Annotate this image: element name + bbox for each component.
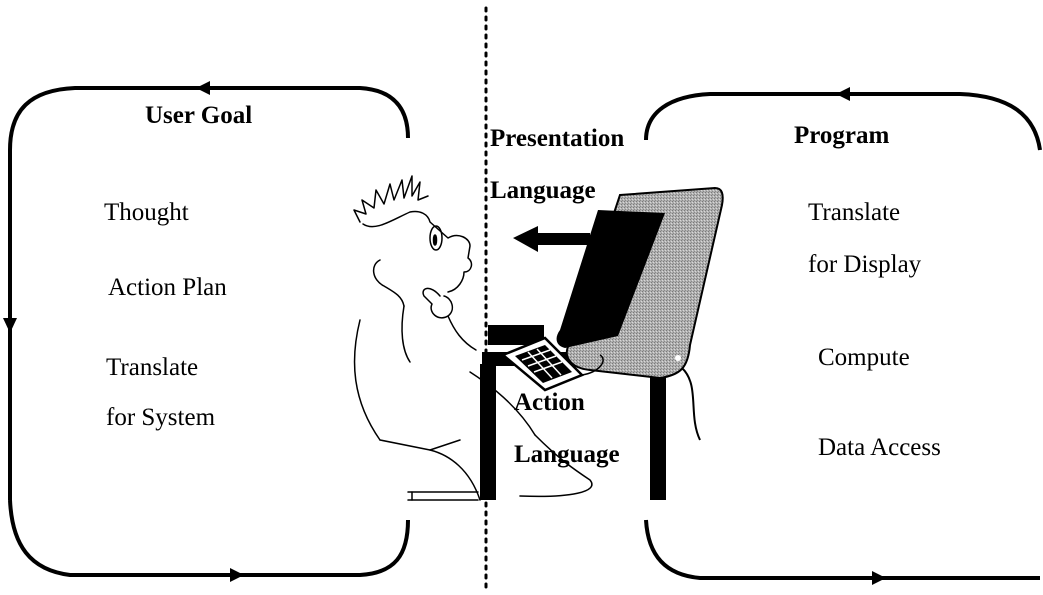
program-item-data-access: Data Access xyxy=(818,434,941,461)
user-loop-arrow-bottom xyxy=(230,568,244,582)
user-figure xyxy=(353,175,593,501)
program-item-translate: Translate xyxy=(808,199,901,226)
user-loop-arrow-top xyxy=(196,81,210,95)
user-item-for-system: for System xyxy=(106,404,216,431)
program-item-for-display: for Display xyxy=(808,251,922,278)
user-item-thought: Thought xyxy=(104,199,189,226)
presentation-label: Presentation xyxy=(490,125,625,152)
user-loop-top xyxy=(8,86,410,500)
user-loop-bottom xyxy=(8,499,410,577)
program-loop-top xyxy=(644,92,1042,151)
monitor-icon xyxy=(556,186,724,441)
program-loop-arrow-bottom xyxy=(872,571,886,585)
action-label: Action xyxy=(514,389,585,416)
user-item-translate: Translate xyxy=(106,354,199,381)
action-language-label: Language xyxy=(514,441,620,468)
program-loop-bottom xyxy=(644,519,1040,580)
presentation-language-label: Language xyxy=(490,177,596,204)
user-loop-arrow-left xyxy=(3,318,17,333)
user-goal-title: User Goal xyxy=(145,102,253,129)
presentation-arrow xyxy=(513,226,590,252)
user-item-action-plan: Action Plan xyxy=(108,274,227,301)
program-item-compute: Compute xyxy=(818,344,910,371)
keyboard-icon xyxy=(500,336,604,392)
program-loop-arrow-top xyxy=(836,87,850,101)
program-title: Program xyxy=(794,122,890,149)
